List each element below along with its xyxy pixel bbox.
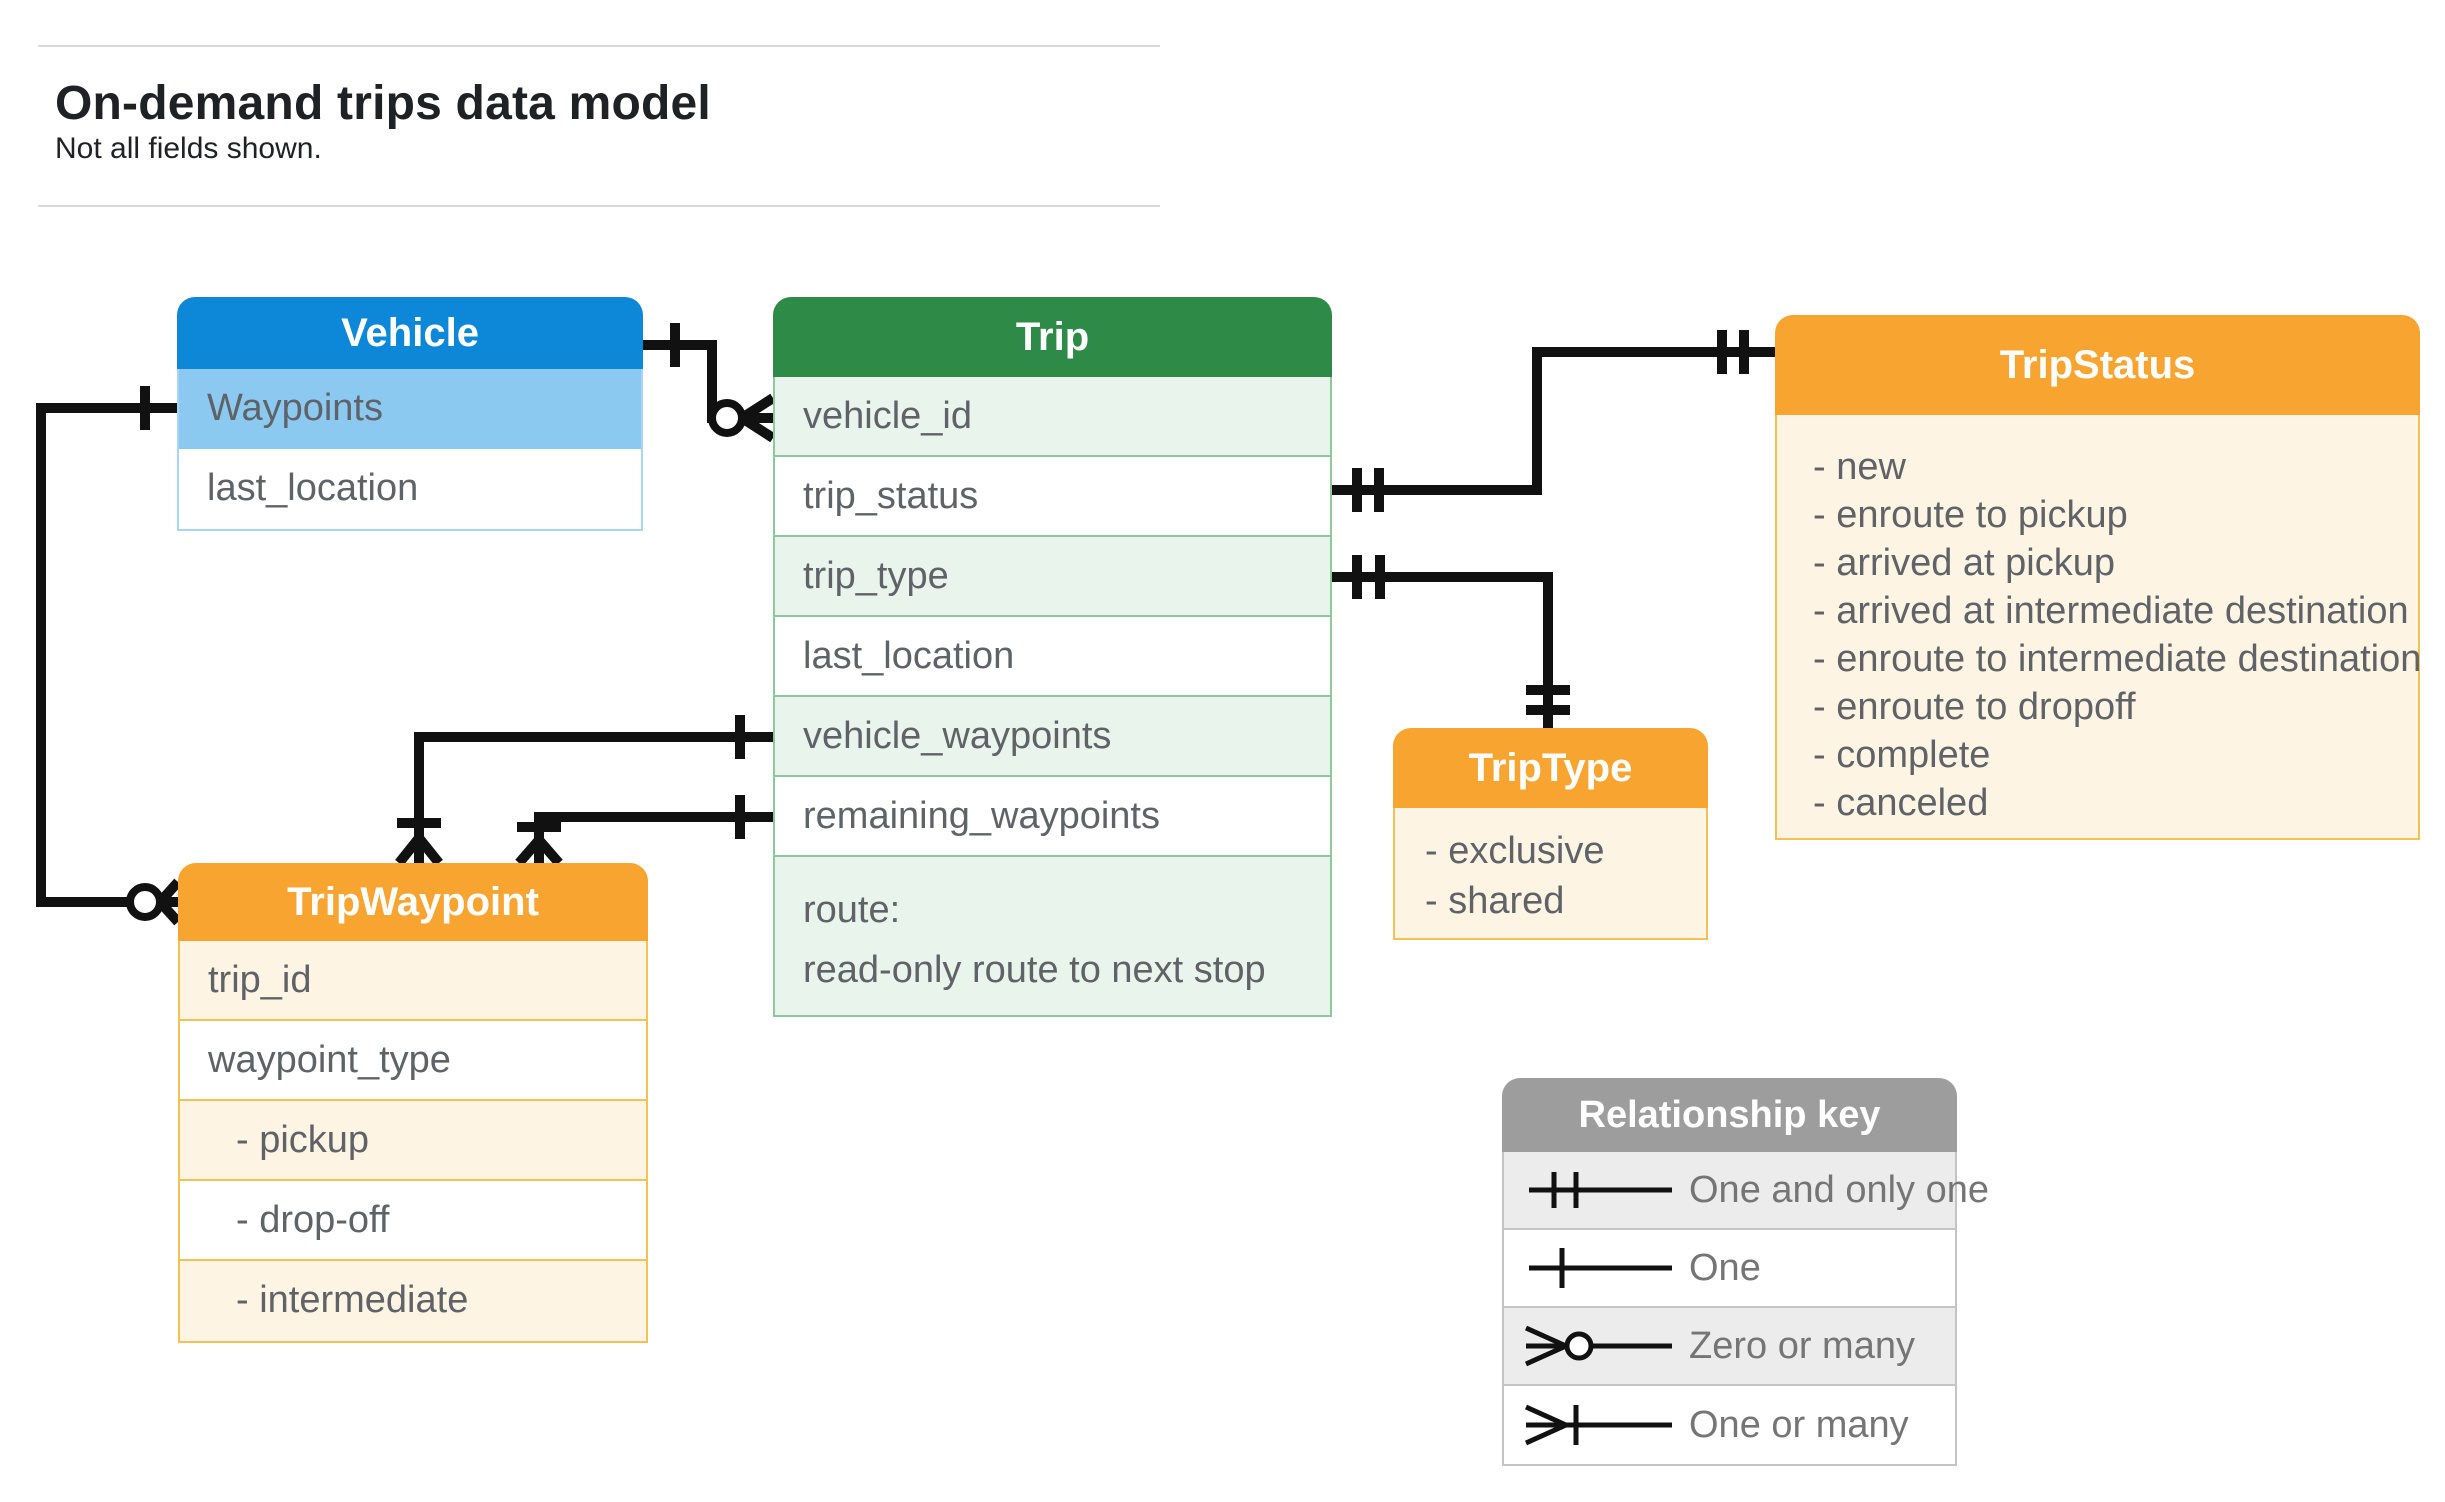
trip-row-route: route: read-only route to next stop xyxy=(775,857,1330,1015)
entity-tripstatus: TripStatus - new - enroute to pickup - a… xyxy=(1775,315,2422,840)
tripstatus-value-enroute-pickup: - enroute to pickup xyxy=(1813,494,2128,536)
tripstatus-value-arrived-intermediate: - arrived at intermediate destination xyxy=(1813,590,2409,632)
triptype-value-exclusive: - exclusive xyxy=(1425,830,1605,872)
relationship-key: Relationship key One and only one One Ze… xyxy=(1502,1078,1989,1466)
triptype-value-shared: - shared xyxy=(1425,880,1565,922)
trip-row-remaining-waypoints: remaining_waypoints xyxy=(775,777,1330,857)
legend-row-one-or-many: One or many xyxy=(1504,1386,1955,1464)
trip-row-vehicle-id: vehicle_id xyxy=(775,377,1330,457)
connector-vehicle-trip xyxy=(643,323,776,443)
tripwaypoint-row-waypoint-type: waypoint_type xyxy=(180,1021,646,1101)
legend-row-zero-or-many: Zero or many xyxy=(1504,1308,1955,1386)
trip-route-label: route: xyxy=(803,889,901,931)
page-subtitle: Not all fields shown. xyxy=(55,132,322,165)
entity-tripstatus-title: TripStatus xyxy=(1775,315,2420,415)
legend-row-one: One xyxy=(1504,1230,1955,1308)
entity-trip-title: Trip xyxy=(773,297,1332,377)
top-divider xyxy=(38,45,1160,47)
tripstatus-value-new: - new xyxy=(1813,446,1906,488)
zero-or-many-icon xyxy=(1514,1321,1689,1371)
legend-label: Zero or many xyxy=(1689,1324,1915,1367)
tripstatus-value-arrived-pickup: - arrived at pickup xyxy=(1813,542,2116,584)
title-bottom-divider xyxy=(38,205,1160,207)
tripstatus-value-canceled: - canceled xyxy=(1813,782,1989,824)
entity-trip: Trip vehicle_id trip_status trip_type la… xyxy=(773,297,1332,1017)
entity-triptype: TripType - exclusive - shared xyxy=(1393,728,1708,940)
legend-row-one-and-only-one: One and only one xyxy=(1504,1152,1989,1230)
tripwaypoint-row-pickup: - pickup xyxy=(180,1101,646,1181)
connector-trip-triptype xyxy=(1332,555,1570,728)
page-title: On-demand trips data model xyxy=(55,77,711,130)
one-or-many-icon xyxy=(1514,1400,1689,1450)
entity-vehicle: Vehicle Waypoints last_location xyxy=(177,297,643,531)
entity-vehicle-title: Vehicle xyxy=(177,297,643,369)
vehicle-row-waypoints: Waypoints xyxy=(179,369,641,449)
legend-label: One xyxy=(1689,1246,1761,1289)
tripstatus-value-complete: - complete xyxy=(1813,734,1991,776)
legend-label: One and only one xyxy=(1689,1168,1990,1211)
legend-label: One or many xyxy=(1689,1403,1909,1446)
trip-row-last-location: last_location xyxy=(775,617,1330,697)
tripwaypoint-row-trip-id: trip_id xyxy=(180,941,646,1021)
connector-trip-tripstatus xyxy=(1332,330,1775,512)
vehicle-row-last-location: last_location xyxy=(207,467,419,509)
connector-remainingwaypoints-tripwaypoint xyxy=(515,795,773,867)
connector-vehicle-tripwaypoint xyxy=(36,386,182,926)
one-and-only-one-icon xyxy=(1514,1165,1689,1215)
trip-row-trip-type: trip_type xyxy=(775,537,1330,617)
tripstatus-value-enroute-intermediate: - enroute to intermediate destination xyxy=(1813,638,2422,680)
relationship-key-title: Relationship key xyxy=(1502,1078,1957,1152)
tripwaypoint-row-drop-off: - drop-off xyxy=(180,1181,646,1261)
entity-tripwaypoint-title: TripWaypoint xyxy=(178,863,648,941)
trip-route-description: read-only route to next stop xyxy=(803,949,1266,991)
one-icon xyxy=(1514,1243,1689,1293)
trip-row-trip-status: trip_status xyxy=(775,457,1330,537)
connector-vehiclewaypoints-tripwaypoint xyxy=(395,715,773,867)
tripstatus-value-enroute-dropoff: - enroute to dropoff xyxy=(1813,686,2136,728)
trip-row-vehicle-waypoints: vehicle_waypoints xyxy=(775,697,1330,777)
entity-triptype-title: TripType xyxy=(1393,728,1708,808)
entity-tripwaypoint: TripWaypoint trip_id waypoint_type - pic… xyxy=(178,863,648,1343)
tripwaypoint-row-intermediate: - intermediate xyxy=(180,1261,646,1341)
